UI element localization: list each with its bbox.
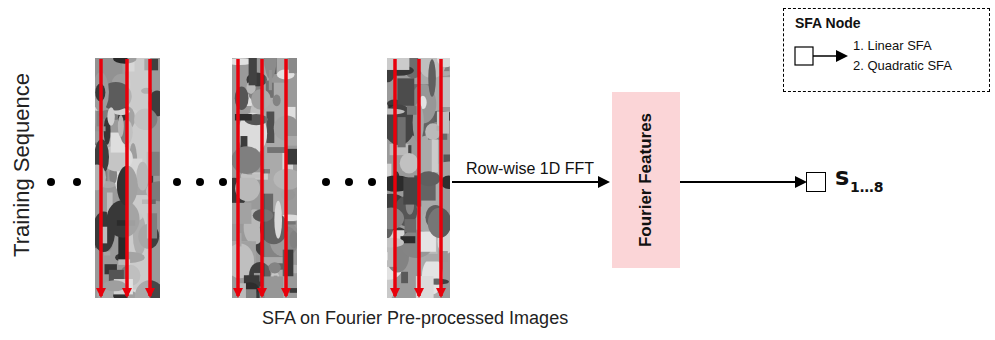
scan-arrow [236,59,240,296]
scan-arrow [99,59,103,296]
signal-symbol: s [835,163,849,191]
scan-arrow [125,59,129,296]
scan-arrow [393,59,397,296]
ellipsis-dots [47,178,376,186]
legend-arrow [813,55,846,57]
scan-arrow [284,59,288,296]
fft-arrow [452,181,608,183]
sfa-node-box: s1…8 [806,172,826,192]
legend-item: 1. Linear SFA [853,38,932,53]
caption: SFA on Fourier Pre-processed Images [262,308,568,329]
scan-arrow [439,59,443,296]
connector-arrow [680,181,805,183]
node-title: Fourier Features [636,113,656,247]
image-strip [95,58,160,298]
legend-square [795,47,813,65]
axis-label: Training Sequence [9,73,35,257]
scan-arrow [417,59,421,296]
signal-subscript: 1…8 [850,179,883,195]
scan-arrow [148,59,152,296]
arrow-label: Row-wise 1D FFT [466,160,594,178]
legend-item: 2. Quadratic SFA [853,58,952,73]
feature-box: Fourier Features [612,92,680,268]
image-strip [232,58,297,298]
image-strip [387,58,450,298]
legend-heading: SFA Node [795,15,861,31]
scan-arrow [260,59,264,296]
